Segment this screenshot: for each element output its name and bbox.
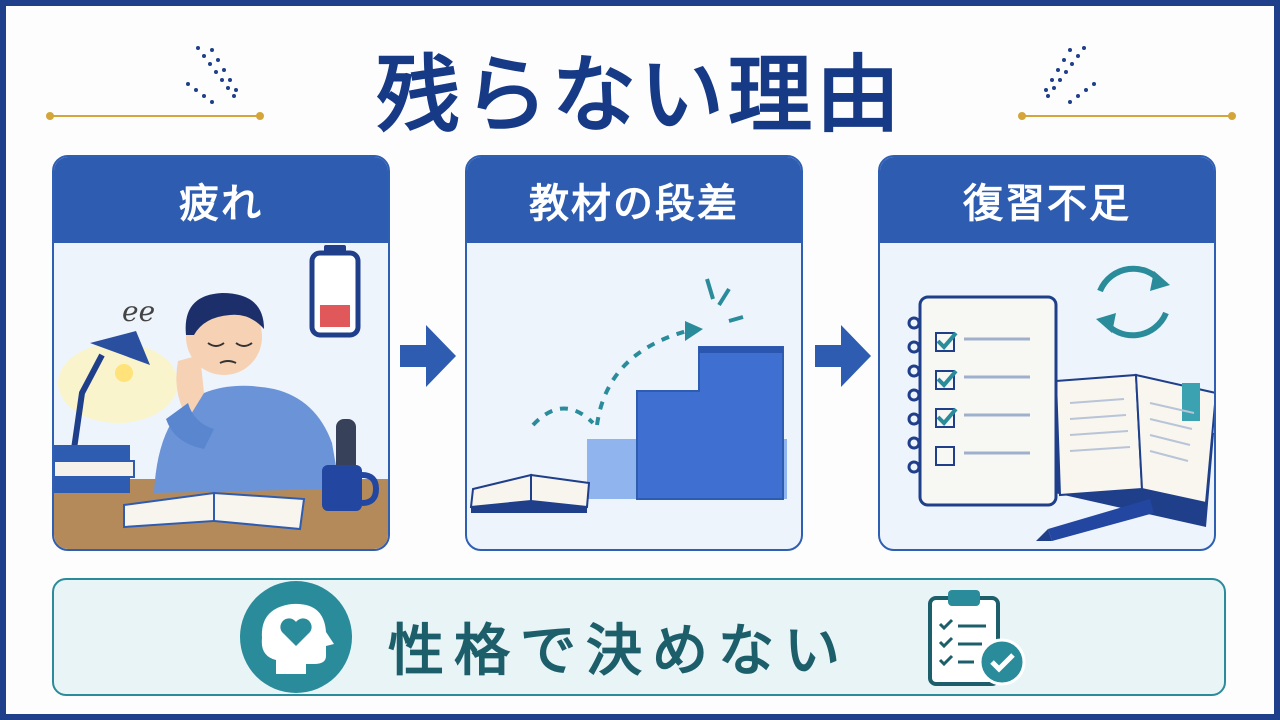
card-lack-of-review: 復習不足 — [878, 155, 1216, 551]
stair-steps-icon — [587, 346, 787, 500]
card-material-gap: 教材の段差 — [465, 155, 803, 551]
right-arrow-icon — [400, 325, 456, 387]
pen-icon — [1036, 499, 1154, 541]
open-book-icon — [1046, 373, 1214, 527]
card-heading: 復習不足 — [880, 157, 1214, 243]
review-illustration — [907, 265, 1214, 541]
jump-arrow-icon — [531, 329, 688, 427]
head-heart-icon — [240, 581, 352, 693]
card-heading: 教材の段差 — [467, 157, 801, 243]
coffee-mug-icon — [322, 465, 380, 511]
clipboard-check-icon — [928, 590, 1026, 686]
tired-student-illustration: ℯℯ — [54, 245, 388, 549]
desk-lamp-icon — [58, 331, 178, 467]
book-icon — [469, 473, 591, 513]
title-decoration-left — [46, 46, 264, 120]
title-decoration-right — [1018, 46, 1236, 120]
card-fatigue: 疲れ ℯℯ — [52, 155, 390, 551]
battery-low-icon — [309, 245, 361, 338]
checklist-notebook-icon — [907, 295, 1058, 507]
right-arrow-icon — [815, 325, 871, 387]
stair-steps-illustration — [469, 278, 787, 513]
svg-text:ℯℯ: ℯℯ — [122, 295, 155, 328]
card-heading: 疲れ — [54, 157, 388, 243]
page-title: 残らない理由 — [375, 46, 904, 144]
banner-text: 性格で決めない — [388, 619, 850, 684]
